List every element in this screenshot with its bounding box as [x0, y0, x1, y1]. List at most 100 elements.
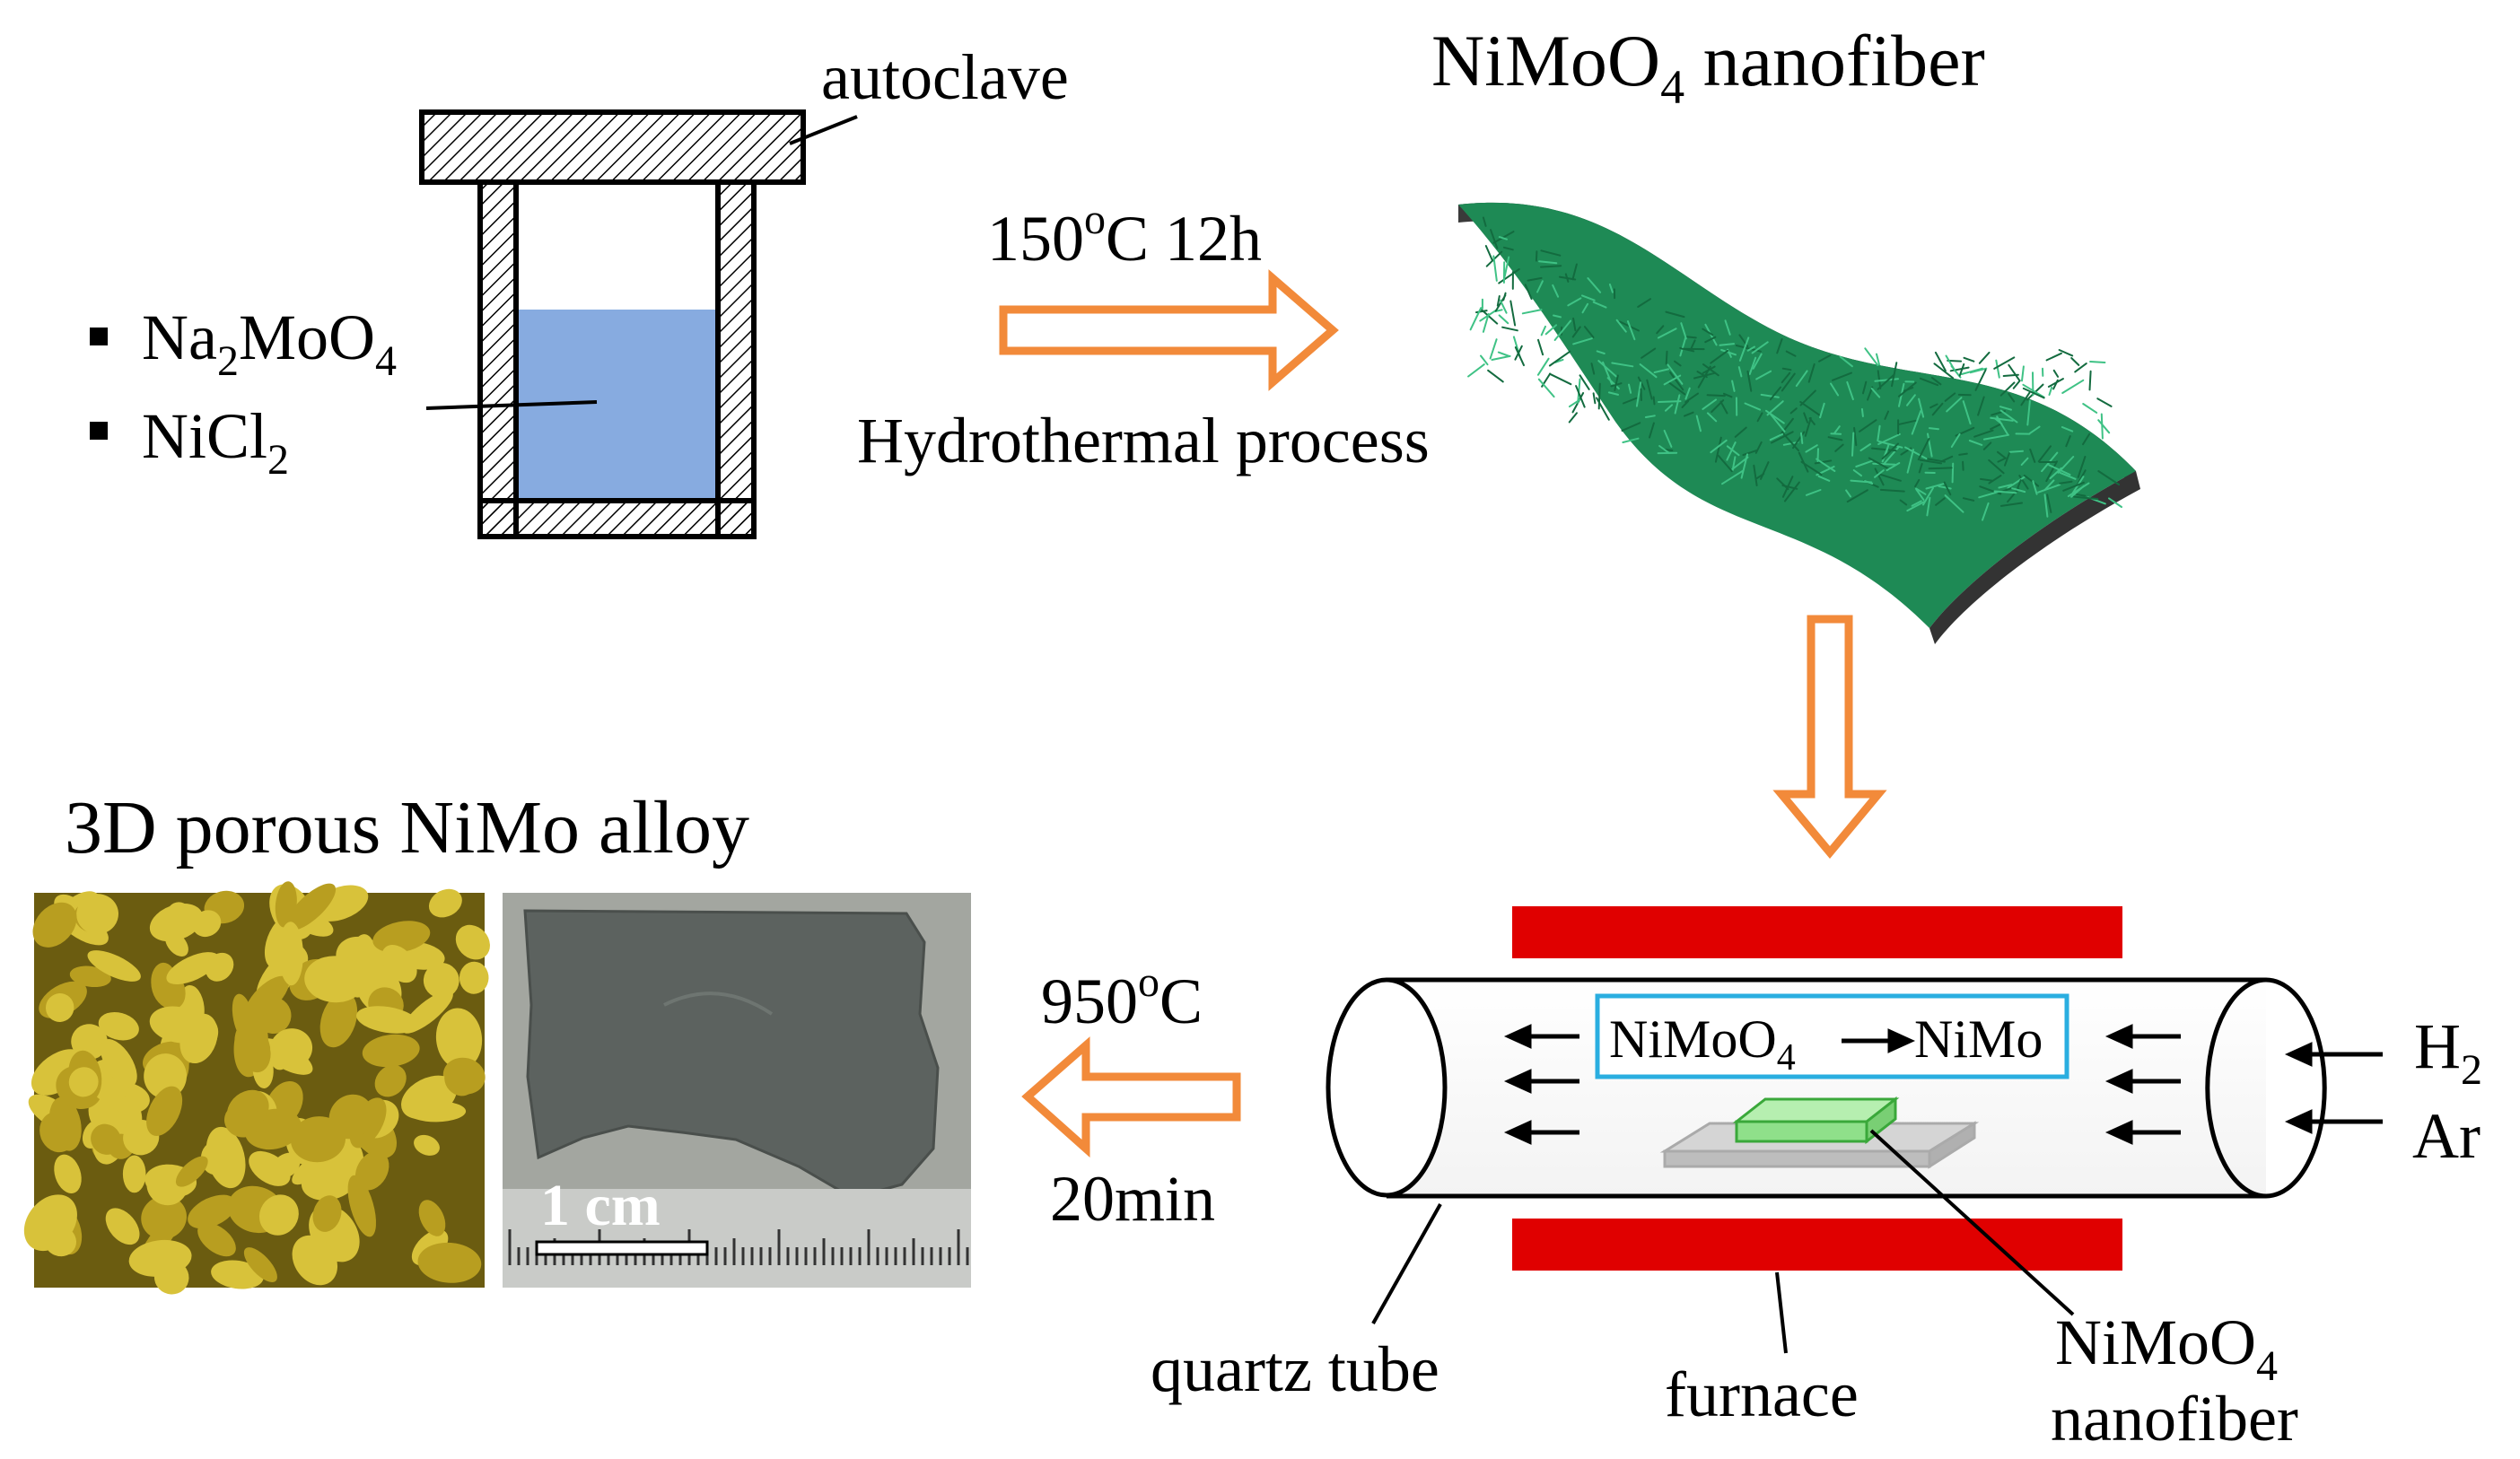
- nanofiber-strand: [1816, 458, 1836, 472]
- nanofiber-strand: [1596, 350, 1606, 354]
- nanofiber-strand: [1999, 406, 2012, 411]
- nanofiber-strand: [1538, 260, 1558, 265]
- nanofiber-strand: [1853, 426, 1858, 447]
- nanofiber-strand: [1568, 412, 1578, 424]
- nanofiber-strand: [1665, 310, 1685, 319]
- nanofiber-strand: [1583, 326, 1595, 338]
- nanofiber-strand: [1760, 393, 1780, 398]
- nanofiber-strand: [2022, 383, 2045, 398]
- sem-ligament: [285, 883, 337, 930]
- nanofiber-strand: [1870, 388, 1881, 398]
- nanofiber-strand: [2018, 475, 2029, 490]
- nanofiber-strand: [1999, 409, 2018, 424]
- nanofiber-strand: [1855, 459, 1874, 467]
- nanofiber-strand: [1807, 363, 1816, 383]
- nanofiber-strand: [1693, 371, 1717, 380]
- nanofiber-strand: [1658, 445, 1670, 454]
- nanofiber-strand: [1680, 322, 1687, 340]
- nanofiber-strand: [1649, 422, 1655, 439]
- nanofiber-strand: [1719, 343, 1735, 346]
- nanofiber-strand: [1928, 467, 1953, 470]
- nanofiber-strand: [2047, 378, 2064, 388]
- sem-ligament: [54, 1154, 82, 1193]
- sem-ligament: [354, 1150, 389, 1191]
- nanofiber-strand: [1501, 326, 1518, 332]
- nanofiber-texture: [1467, 216, 2122, 521]
- nanofiber-strand: [1877, 424, 1881, 442]
- nanofiber-strand: [1590, 363, 1596, 375]
- nanofiber-strand: [1884, 410, 1889, 420]
- nanofiber-strand: [1879, 488, 1905, 493]
- nanofiber-strand: [1536, 280, 1544, 293]
- nanofiber-strand: [1874, 378, 1899, 382]
- sample-photo: 1 cm: [503, 893, 971, 1288]
- nanofiber-strand: [1524, 284, 1533, 301]
- sem-ligament: [278, 922, 303, 986]
- furnace-top: [1512, 906, 2122, 958]
- nanofiber-strand: [1498, 268, 1520, 284]
- reagent-nicl2: NiCl2: [142, 400, 289, 484]
- nanofiber-strand: [1740, 453, 1748, 479]
- nanofiber-strand: [1951, 462, 1955, 484]
- step1-arrow: [999, 269, 1339, 391]
- product-title: 3D porous NiMo alloy: [65, 786, 749, 869]
- nanofiber-strand: [1973, 429, 1994, 438]
- nanofiber-strand: [1933, 363, 1955, 380]
- nanofiber-strand: [2011, 487, 2026, 494]
- nanofiber-strand: [1927, 432, 1933, 458]
- nanofiber-strand: [1963, 356, 1975, 363]
- nanofiber-strand: [1674, 394, 1681, 415]
- nanofiber-strand: [1717, 454, 1733, 473]
- nanofiber-strand: [1496, 295, 1501, 307]
- quartz-leader-line: [1371, 1203, 1442, 1324]
- nanofiber-strand: [2048, 386, 2053, 396]
- nanofiber-strand: [1669, 371, 1684, 391]
- nanofiber-strand: [1514, 346, 1525, 367]
- nanofiber-strand: [1950, 432, 1961, 448]
- nanofiber-strand: [1839, 355, 1853, 368]
- nanofiber-strand: [1877, 441, 1903, 449]
- nanofiber-strand: [1926, 496, 1931, 517]
- nanofiber-strand: [2058, 349, 2074, 357]
- furnace-leader-line: [1775, 1271, 1788, 1354]
- sem-ligament: [149, 1006, 206, 1044]
- nanofiber-strand: [1997, 450, 2007, 459]
- nanofiber-strand: [1646, 379, 1653, 400]
- nanofiber-strand: [2065, 435, 2071, 448]
- reaction-product: NiMo: [1914, 1009, 2043, 1069]
- sem-ligament: [243, 1247, 277, 1283]
- nanofiber-strand: [1492, 255, 1498, 282]
- nanofiber-strand: [2077, 456, 2087, 478]
- nanofiber-strand: [1962, 460, 1964, 471]
- nanofiber-strand: [1969, 367, 1988, 374]
- nanofiber-strand: [1521, 309, 1543, 315]
- reaction-box: [1595, 993, 2069, 1079]
- nanofiber-strand: [2046, 494, 2052, 513]
- nanofiber-strand: [2020, 391, 2031, 406]
- nanofiber-strand: [1710, 439, 1728, 454]
- nanofiber-strand: [1760, 461, 1770, 480]
- nanofiber-strand: [1868, 457, 1891, 470]
- nanofiber-strand: [1925, 483, 1945, 490]
- nanofiber-strand: [1859, 419, 1877, 432]
- nanofiber-strand: [1990, 416, 2014, 422]
- sem-ligament: [87, 950, 141, 982]
- nanofiber-strand: [1769, 386, 1782, 401]
- step3-left-arrow: [1021, 1036, 1241, 1158]
- nanofiber-strand: [2032, 480, 2038, 495]
- nanofiber-strand: [1931, 402, 1944, 416]
- nanofiber-strand: [1509, 300, 1517, 327]
- nanofiber-strand: [1789, 407, 1798, 415]
- nanofiber-strand: [1930, 376, 1942, 386]
- nanofiber-strand: [2061, 379, 2085, 394]
- nanofiber-strand: [1898, 381, 1917, 398]
- sem-porous-texture: [23, 881, 490, 1295]
- nanofiber-strand: [1622, 397, 1638, 405]
- nanofiber-strand: [1805, 489, 1822, 496]
- sem-ligament: [372, 921, 431, 953]
- sem-ligament: [197, 1222, 236, 1257]
- nanofiber-title: NiMoO4 nanofiber: [1431, 20, 1985, 114]
- nanofiber-strand: [1997, 457, 2007, 463]
- gas-ar-label: Ar: [2412, 1100, 2481, 1172]
- nanofiber-strand: [1481, 309, 1499, 325]
